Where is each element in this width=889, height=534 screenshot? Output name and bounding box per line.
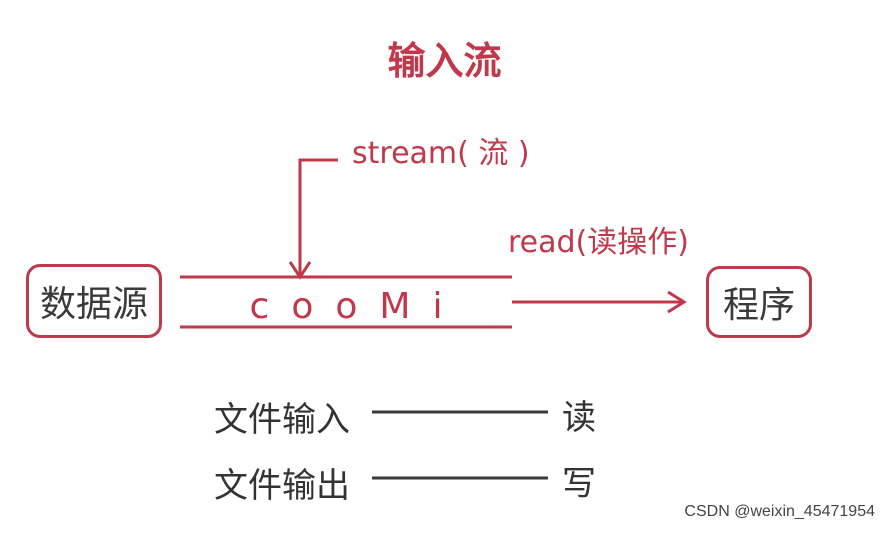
stream-label: stream( 流 ) bbox=[352, 136, 530, 171]
rule-label-input: 文件输入 bbox=[214, 400, 350, 440]
stream-pointer-line bbox=[298, 158, 338, 275]
rule-label-output: 文件输出 bbox=[214, 466, 350, 506]
watermark: CSDN @weixin_45471954 bbox=[684, 503, 875, 520]
stream-content: cooMi bbox=[249, 285, 465, 327]
rule-result-read: 读 bbox=[562, 398, 596, 438]
read-arrowhead bbox=[667, 290, 687, 314]
target-node: 程序 bbox=[706, 266, 812, 338]
source-node: 数据源 bbox=[26, 264, 162, 338]
rule-result-write: 写 bbox=[562, 464, 596, 504]
diagram-title: 输入流 bbox=[387, 39, 502, 83]
read-label: read(读操作) bbox=[508, 225, 689, 260]
